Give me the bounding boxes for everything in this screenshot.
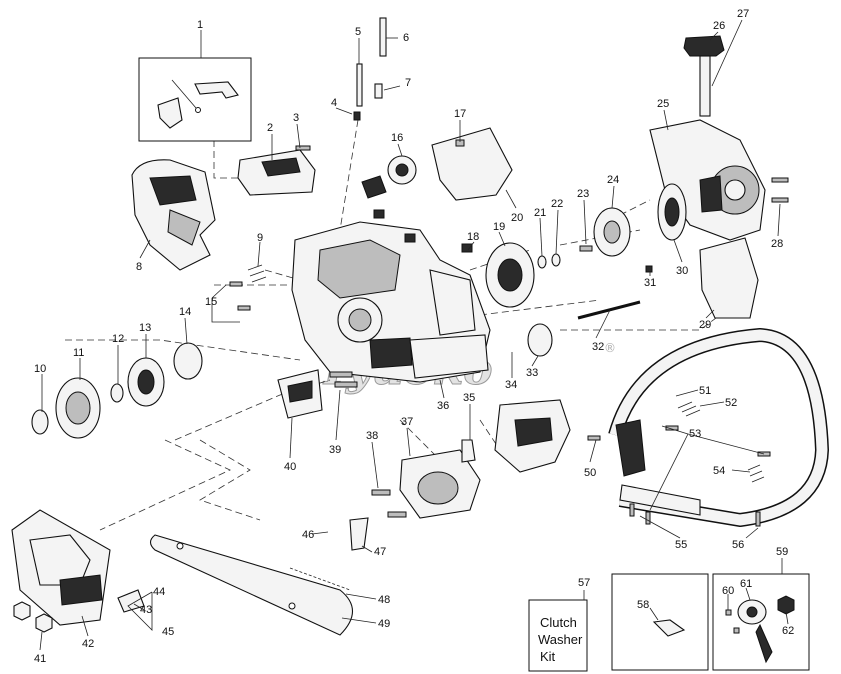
- callout-17: 17: [454, 108, 466, 120]
- callout-42: 42: [82, 638, 94, 650]
- callout-32: 32: [592, 341, 604, 353]
- callout-47: 47: [374, 546, 386, 558]
- callout-3: 3: [293, 112, 299, 124]
- kit-box-line-1: Clutch: [540, 615, 577, 630]
- callout-26: 26: [713, 20, 725, 32]
- callout-4: 4: [331, 97, 337, 109]
- callout-15: 15: [205, 296, 217, 308]
- part-hub: [593, 207, 631, 257]
- callout-12: 12: [112, 333, 124, 345]
- callout-36: 36: [437, 400, 449, 412]
- callout-34: 34: [505, 379, 517, 391]
- part-kit-box-58: [611, 573, 709, 671]
- callout-9: 9: [257, 232, 263, 244]
- callout-7: 7: [405, 77, 411, 89]
- callout-numbers: 1 2 3 4 5 6 7 8 9 10 11 12 13 14 15 16 1…: [34, 8, 794, 665]
- part-engine-housing: [291, 221, 491, 383]
- part-handle-cover: [237, 149, 316, 196]
- callout-37: 37: [401, 416, 413, 428]
- callout-21: 21: [534, 207, 546, 219]
- callout-38: 38: [366, 430, 378, 442]
- callout-18: 18: [467, 231, 479, 243]
- callout-33: 33: [526, 367, 538, 379]
- part-bumper: [277, 369, 323, 419]
- part-brake-assembly: [399, 449, 481, 519]
- callout-56: 56: [732, 539, 744, 551]
- callout-52: 52: [725, 397, 737, 409]
- callout-2: 2: [267, 122, 273, 134]
- part-bolts: [329, 245, 593, 518]
- part-washer-12: [110, 383, 124, 403]
- part-hand-guard: [494, 399, 571, 473]
- part-guide-bar: [149, 534, 354, 636]
- callout-60: 60: [722, 585, 734, 597]
- leader-lines: [39, 19, 789, 651]
- part-kit-box-59: [712, 573, 810, 671]
- callout-50: 50: [584, 467, 596, 479]
- part-flywheel: [485, 242, 535, 308]
- part-clutch-13: [127, 357, 165, 407]
- callout-48: 48: [378, 594, 390, 606]
- callout-19: 19: [493, 221, 505, 233]
- callout-30: 30: [676, 265, 688, 277]
- callout-28: 28: [771, 238, 783, 250]
- callout-61: 61: [740, 578, 752, 590]
- callout-58: 58: [637, 599, 649, 611]
- callout-29: 29: [699, 319, 711, 331]
- callout-35: 35: [463, 392, 475, 404]
- callout-5: 5: [355, 26, 361, 38]
- callout-22: 22: [551, 198, 563, 210]
- callout-24: 24: [607, 174, 619, 186]
- callout-11: 11: [73, 347, 84, 359]
- part-starter-handle: [683, 35, 725, 117]
- callout-23: 23: [577, 188, 589, 200]
- part-clutch-drum: [55, 377, 101, 439]
- callout-25: 25: [657, 98, 669, 110]
- assembly-dashed-lines: [65, 119, 721, 531]
- callout-51: 51: [699, 385, 711, 397]
- part-shield: [699, 237, 759, 319]
- callout-59: 59: [776, 546, 788, 558]
- callout-44: 44: [153, 586, 165, 598]
- callout-16: 16: [391, 132, 403, 144]
- part-washer-10: [31, 409, 49, 435]
- part-nuts: [13, 601, 53, 633]
- callout-46: 46: [302, 529, 314, 541]
- part-chain: [289, 567, 351, 591]
- callout-1: 1: [197, 19, 203, 31]
- callout-13: 13: [139, 322, 151, 334]
- part-plate-14: [173, 342, 203, 380]
- callout-43: 43: [140, 604, 152, 616]
- kit-box-line-2: Washer: [538, 632, 583, 647]
- callout-14: 14: [179, 306, 191, 318]
- part-air-filter-plate: [431, 127, 513, 201]
- callout-55: 55: [675, 539, 687, 551]
- callout-49: 49: [378, 618, 390, 630]
- callout-39: 39: [329, 444, 341, 456]
- callout-54: 54: [713, 465, 725, 477]
- callout-40: 40: [284, 461, 296, 473]
- callout-31: 31: [644, 277, 656, 289]
- part-rear-handle: [131, 159, 216, 271]
- callout-8: 8: [136, 261, 142, 273]
- callout-10: 10: [34, 363, 46, 375]
- part-starter-pulley: [657, 183, 687, 241]
- part-air-filter: [361, 155, 417, 199]
- callout-62: 62: [782, 625, 794, 637]
- callout-6: 6: [403, 32, 409, 44]
- kit-box-line-3: Kit: [540, 649, 556, 664]
- part-springs: [247, 264, 765, 483]
- callout-57: 57: [578, 577, 590, 589]
- callout-27: 27: [737, 8, 749, 20]
- callout-53: 53: [689, 428, 701, 440]
- watermark-registered-mark: ®: [604, 341, 616, 355]
- callout-20: 20: [511, 212, 523, 224]
- callout-45: 45: [162, 626, 174, 638]
- part-side-cover: [11, 509, 111, 626]
- part-kit-box-57: Clutch Washer Kit: [528, 599, 588, 672]
- part-kit-box-1: [138, 57, 252, 142]
- callout-41: 41: [34, 653, 46, 665]
- part-front-handle: [608, 328, 829, 527]
